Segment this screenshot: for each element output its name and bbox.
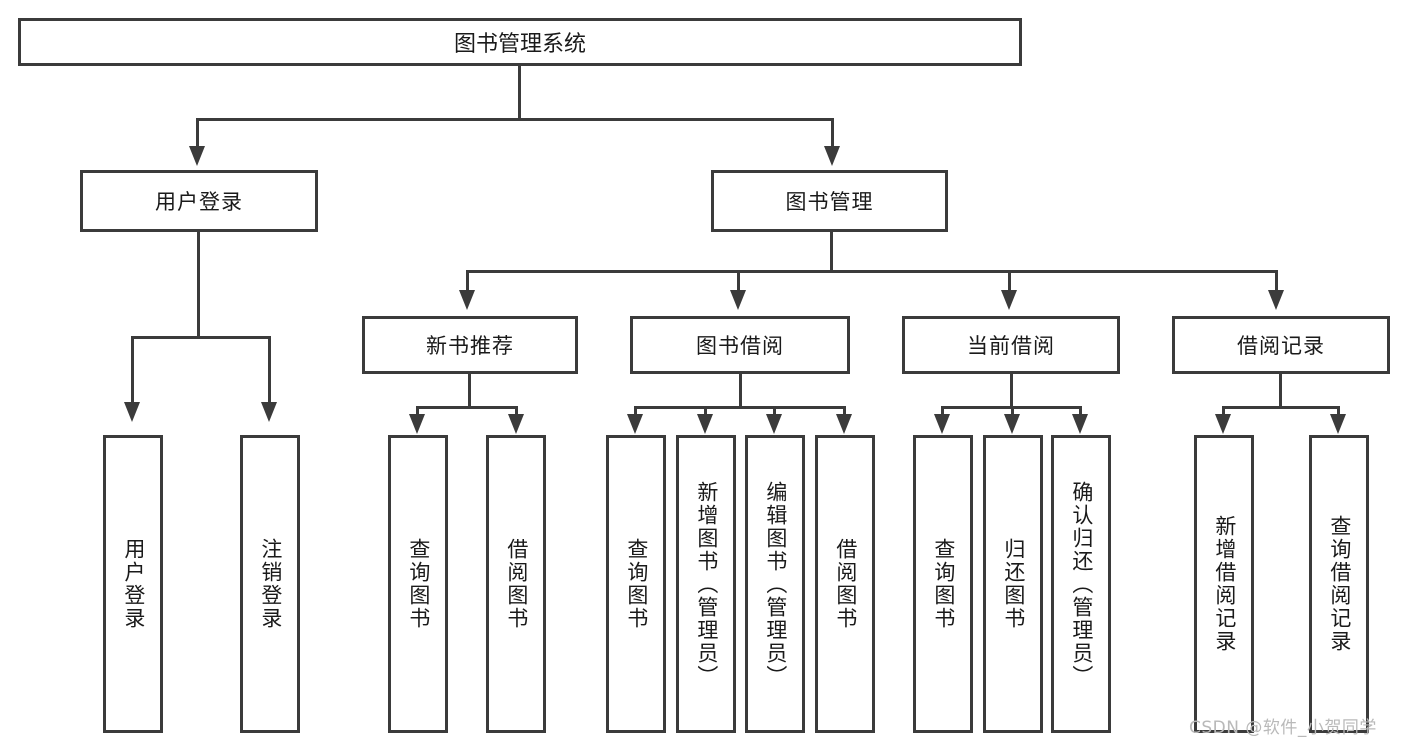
leaf-label: 查询图书 — [931, 538, 956, 630]
csdn-watermark: CSDN @软件_小贺同学 — [1189, 718, 1377, 738]
connector-current-borrow-leaf2 — [1011, 406, 1014, 418]
connector-borrow-record-leaf2 — [1337, 406, 1340, 418]
leaf-label: 查询图书 — [624, 538, 649, 630]
connector-new-book-leaf1 — [416, 406, 419, 418]
node-current-borrow[interactable]: 当前借阅 — [902, 316, 1120, 374]
leaf-current-borrow-query[interactable]: 查询图书 — [913, 435, 973, 733]
arrow-current-borrow-leaf2 — [1004, 414, 1020, 434]
leaf-label: 借阅图书 — [833, 538, 858, 630]
connector-book-borrow-stem — [739, 374, 742, 406]
connector-book-manage-stem — [830, 232, 833, 270]
leaf-book-borrow-add[interactable]: 新增图书（管理员） — [676, 435, 736, 733]
leaf-borrow-record-add[interactable]: 新增借阅记录 — [1194, 435, 1254, 733]
connector-new-book-bus — [416, 406, 518, 409]
arrow-to-book-manage — [824, 146, 840, 166]
leaf-label: 注销登录 — [258, 538, 283, 630]
leaf-new-book-query[interactable]: 查询图书 — [388, 435, 448, 733]
node-label: 图书借阅 — [696, 334, 784, 358]
node-label: 图书管理系统 — [453, 32, 586, 57]
node-label: 图书管理 — [785, 190, 874, 214]
leaf-current-borrow-return[interactable]: 归还图书 — [983, 435, 1043, 733]
connector-book-borrow-leaf3 — [773, 406, 776, 418]
arrow-to-new-book — [459, 290, 475, 310]
connector-new-book-leaf2 — [515, 406, 518, 418]
connector-book-borrow-bus — [634, 406, 846, 409]
node-label: 当前借阅 — [967, 334, 1055, 358]
arrow-user-login-leaf2 — [261, 402, 277, 422]
leaf-label: 编辑图书（管理员） — [763, 480, 788, 688]
leaf-user-login-logout[interactable]: 注销登录 — [240, 435, 300, 733]
arrow-to-book-borrow — [730, 290, 746, 310]
leaf-label: 新增借阅记录 — [1212, 515, 1237, 653]
leaf-label: 查询图书 — [406, 538, 431, 630]
node-book-borrow[interactable]: 图书借阅 — [630, 316, 850, 374]
node-borrow-record[interactable]: 借阅记录 — [1172, 316, 1390, 374]
leaf-user-login-login[interactable]: 用户登录 — [103, 435, 163, 733]
leaf-label: 新增图书（管理员） — [694, 480, 719, 688]
connector-borrow-record-bus — [1222, 406, 1340, 409]
arrow-user-login-leaf1 — [124, 402, 140, 422]
leaf-book-borrow-borrow[interactable]: 借阅图书 — [815, 435, 875, 733]
connector-level3-bus — [466, 270, 1278, 273]
arrow-new-book-leaf2 — [508, 414, 524, 434]
connector-current-borrow-leaf1 — [941, 406, 944, 418]
connector-root-stem — [518, 66, 521, 118]
node-system-root[interactable]: 图书管理系统 — [18, 18, 1022, 66]
arrow-to-user-login — [189, 146, 205, 166]
leaf-label: 确认归还（管理员） — [1069, 480, 1094, 688]
leaf-label: 借阅图书 — [504, 538, 529, 630]
arrow-borrow-record-leaf2 — [1330, 414, 1346, 434]
node-user-login[interactable]: 用户登录 — [80, 170, 318, 232]
connector-user-login-leaf1 — [131, 336, 134, 404]
leaf-label: 归还图书 — [1001, 538, 1026, 630]
node-new-book-recommend[interactable]: 新书推荐 — [362, 316, 578, 374]
connector-to-book-borrow — [737, 270, 740, 292]
leaf-book-borrow-query[interactable]: 查询图书 — [606, 435, 666, 733]
node-label: 新书推荐 — [426, 334, 514, 358]
arrow-new-book-leaf1 — [409, 414, 425, 434]
leaf-borrow-record-query[interactable]: 查询借阅记录 — [1309, 435, 1369, 733]
arrow-current-borrow-leaf1 — [934, 414, 950, 434]
arrow-current-borrow-leaf3 — [1072, 414, 1088, 434]
arrow-to-borrow-record — [1268, 290, 1284, 310]
connector-to-borrow-record — [1275, 270, 1278, 292]
connector-book-borrow-leaf2 — [704, 406, 707, 418]
connector-level2-bus — [196, 118, 834, 121]
leaf-new-book-borrow[interactable]: 借阅图书 — [486, 435, 546, 733]
connector-to-new-book — [466, 270, 469, 292]
leaf-book-borrow-edit[interactable]: 编辑图书（管理员） — [745, 435, 805, 733]
arrow-book-borrow-leaf1 — [627, 414, 643, 434]
leaf-label: 用户登录 — [121, 538, 146, 630]
arrow-book-borrow-leaf4 — [836, 414, 852, 434]
connector-to-user-login — [196, 118, 199, 148]
arrow-book-borrow-leaf2 — [697, 414, 713, 434]
node-label: 借阅记录 — [1237, 334, 1325, 358]
connector-to-book-manage — [831, 118, 834, 148]
connector-user-login-leaf2 — [268, 336, 271, 404]
leaf-current-borrow-confirm[interactable]: 确认归还（管理员） — [1051, 435, 1111, 733]
node-book-manage[interactable]: 图书管理 — [711, 170, 948, 232]
connector-borrow-record-stem — [1279, 374, 1282, 406]
connector-book-borrow-leaf4 — [843, 406, 846, 418]
connector-user-login-stem — [197, 232, 200, 336]
arrow-to-current-borrow — [1001, 290, 1017, 310]
leaf-label: 查询借阅记录 — [1327, 515, 1352, 653]
connector-new-book-stem — [468, 374, 471, 406]
connector-borrow-record-leaf1 — [1222, 406, 1225, 418]
connector-to-current-borrow — [1008, 270, 1011, 292]
connector-current-borrow-stem — [1010, 374, 1013, 406]
node-label: 用户登录 — [155, 190, 243, 214]
connector-user-login-bus — [131, 336, 268, 339]
arrow-borrow-record-leaf1 — [1215, 414, 1231, 434]
connector-current-borrow-leaf3 — [1079, 406, 1082, 418]
arrow-book-borrow-leaf3 — [766, 414, 782, 434]
connector-book-borrow-leaf1 — [634, 406, 637, 418]
